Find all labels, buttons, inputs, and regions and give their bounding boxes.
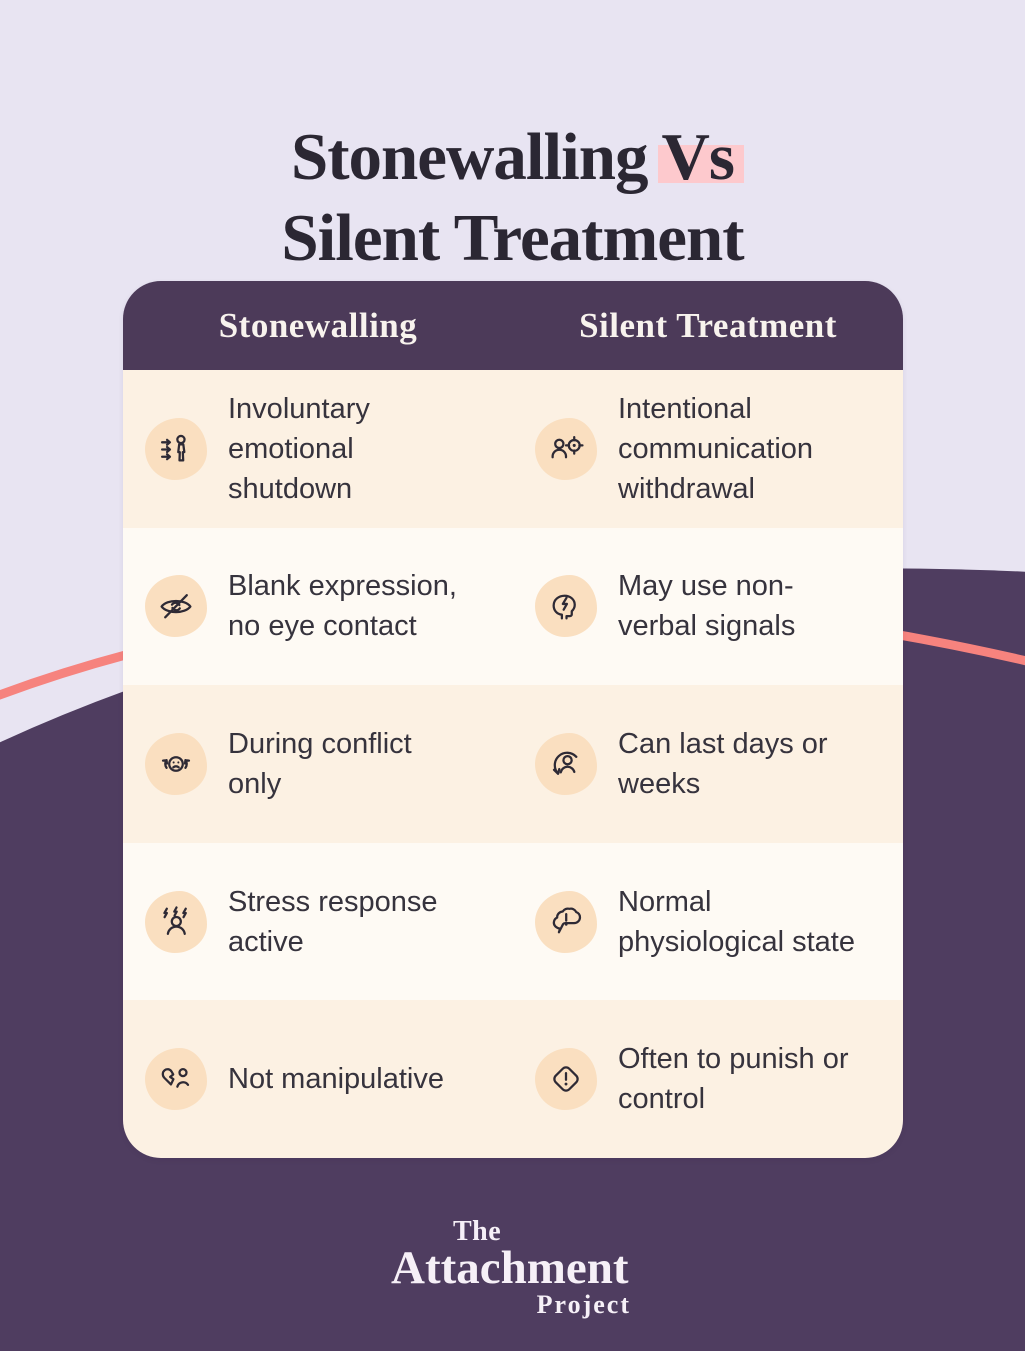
icon-blob <box>535 890 597 953</box>
title-line1-main: Stonewalling <box>290 119 649 194</box>
table-row: Involuntary emotional shutdown Intention… <box>123 370 903 528</box>
title-line2: Silent Treatment <box>281 200 744 275</box>
head-lightning-icon <box>552 594 576 620</box>
column-header-silent-treatment: Silent Treatment <box>579 305 837 345</box>
cell-text: Stress response active <box>228 885 438 958</box>
cell-silent-treatment-2: May use non- verbal signals <box>513 528 903 686</box>
cell-stonewalling-4: Stress response active <box>123 843 513 1001</box>
cell-stonewalling-2: Blank expression, no eye contact <box>123 528 513 686</box>
sad-face-arrows-icon <box>161 756 191 772</box>
cell-silent-treatment-1: Intentional communication withdrawal <box>513 370 903 528</box>
cell-silent-treatment-5: Often to punish or control <box>513 1000 903 1158</box>
cell-text: May use non- verbal signals <box>618 570 796 643</box>
icon-blob <box>145 732 207 795</box>
cell-text: Blank expression, no eye contact <box>228 570 457 643</box>
cell-stonewalling-5: Not manipulative <box>123 1000 513 1158</box>
table-body: Involuntary emotional shutdown Intention… <box>123 370 903 1158</box>
icon-blob <box>535 575 597 638</box>
table-row: Not manipulative Often to punish or cont… <box>123 1000 903 1158</box>
cell-text: Intentional communication withdrawal <box>618 392 814 505</box>
comparison-table: Stonewalling Silent Treatment Involuntar… <box>123 281 903 1158</box>
cell-silent-treatment-4: Normal physiological state <box>513 843 903 1001</box>
column-header-stonewalling: Stonewalling <box>218 305 418 345</box>
table-row: Blank expression, no eye contact May use… <box>123 527 903 686</box>
icon-blob <box>145 575 207 638</box>
table-row: Stress response active Normal physiologi… <box>123 842 903 1001</box>
logo-line-the: The <box>453 1216 502 1247</box>
cell-text: Not manipulative <box>228 1063 444 1096</box>
icon-blob <box>145 417 207 480</box>
cell-text: Can last days or weeks <box>618 727 828 800</box>
icon-blob <box>535 1048 597 1111</box>
cell-silent-treatment-3: Can last days or weeks <box>513 685 903 843</box>
table-header: Stonewalling Silent Treatment <box>123 281 903 370</box>
eye-slash-icon <box>160 594 192 619</box>
icon-blob <box>535 732 597 795</box>
cell-stonewalling-1: Involuntary emotional shutdown <box>123 370 513 528</box>
person-pressure-icon <box>160 434 186 462</box>
warning-diamond-icon <box>553 1066 579 1092</box>
title-vs: Vs <box>657 117 745 198</box>
cell-stonewalling-3: During conflict only <box>123 685 513 843</box>
icon-blob <box>145 1048 207 1111</box>
person-stress-icon <box>163 905 187 935</box>
icon-blob <box>535 417 597 480</box>
person-cycle-icon <box>552 751 578 775</box>
icon-blob <box>145 890 207 953</box>
cell-text: Normal physiological state <box>618 885 855 958</box>
person-target-icon <box>551 435 584 459</box>
cell-text: Often to punish or control <box>618 1043 849 1116</box>
table-row: During conflict only Can last days or we… <box>123 685 903 843</box>
broken-heart-person-icon <box>161 1068 190 1089</box>
speech-exclamation-icon <box>552 907 582 933</box>
cell-text: During conflict only <box>228 727 412 800</box>
logo-line-project: Project <box>536 1290 631 1319</box>
brand-logo: The Attachment Project <box>391 1218 633 1320</box>
cell-text: Involuntary emotional shutdown <box>228 392 370 505</box>
logo-line-attachment: Attachment <box>391 1242 629 1294</box>
